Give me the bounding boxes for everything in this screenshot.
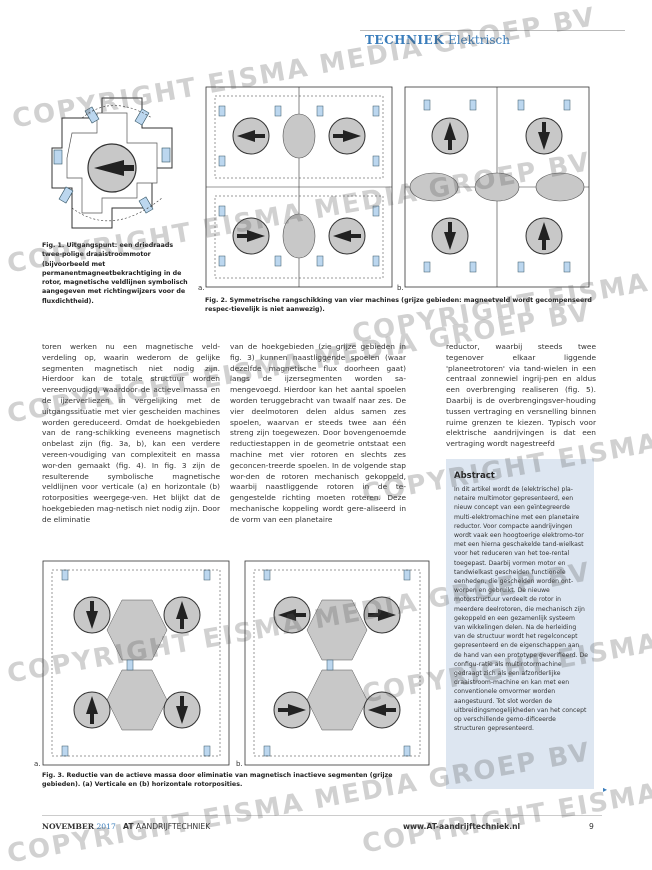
figure-2-caption-label: Fig. 2. xyxy=(205,297,228,304)
abstract-title: Abstract xyxy=(454,471,495,481)
figure-3b xyxy=(244,560,430,766)
figure-3-caption-label: Fig. 3. xyxy=(42,772,65,779)
footer-website[interactable]: www.AT-aandrijftechniek.nl xyxy=(403,822,521,831)
section-header: TECHNIEK Elektrisch xyxy=(365,33,510,47)
continue-arrow-icon: ▸ xyxy=(603,785,608,794)
section-label: TECHNIEK xyxy=(365,33,445,47)
figure-2a-diagram xyxy=(205,86,393,288)
figure-1-diagram xyxy=(44,90,190,234)
figure-1-caption: Fig. 1. Uitgangspunt: een driedraads twe… xyxy=(42,241,194,306)
figure-1-caption-label: Fig. 1. xyxy=(42,242,65,249)
header-rule xyxy=(360,30,625,31)
footer-month: NOVEMBER xyxy=(42,822,95,831)
figure-2-caption-text: Symmetrische rangschikking van vier mach… xyxy=(205,297,592,314)
figure-2b-label: b. xyxy=(397,284,404,292)
figure-3a xyxy=(42,560,230,766)
figure-2-caption: Fig. 2. Symmetrische rangschikking van v… xyxy=(205,296,599,315)
figure-3a-diagram xyxy=(42,560,230,766)
abstract-box: Abstract In dit artikel wordt de (elektr… xyxy=(446,459,594,789)
body-column-1: toren werken nu een magnetische veld-ver… xyxy=(42,342,220,524)
figure-1-caption-text: Uitgangspunt: een driedraads twee-polige… xyxy=(42,242,188,305)
figure-3-caption: Fig. 3. Reductie van de actieve massa do… xyxy=(42,771,432,790)
figure-2b-diagram xyxy=(404,86,590,288)
figure-1 xyxy=(42,88,192,236)
figure-3b-label: b. xyxy=(236,760,243,768)
figure-2b xyxy=(404,86,590,288)
footer-year: 2017 xyxy=(96,822,116,831)
footer-rule xyxy=(42,815,602,816)
abstract-text: In dit artikel wordt de (elektrische) pl… xyxy=(454,486,588,733)
body-column-2: van de hoekgebieden (zie grijze gebieden… xyxy=(230,342,406,524)
page-number: 9 xyxy=(589,822,594,831)
body-column-3: reductor, waarbij steeds twee tegenover … xyxy=(446,342,596,449)
footer-magazine: AANDRIJFTECHNIEK xyxy=(135,822,211,831)
figure-3a-label: a. xyxy=(34,760,41,768)
figure-2a xyxy=(205,86,393,288)
subsection-label: Elektrisch xyxy=(447,33,510,47)
figure-2a-label: a. xyxy=(198,284,205,292)
magazine-logo: AT xyxy=(123,822,134,831)
figure-3-caption-text: Reductie van de actieve massa door elimi… xyxy=(42,772,393,789)
figure-3b-diagram xyxy=(244,560,430,766)
footer-issue: NOVEMBER 2017 AT AANDRIJFTECHNIEK xyxy=(42,822,210,831)
